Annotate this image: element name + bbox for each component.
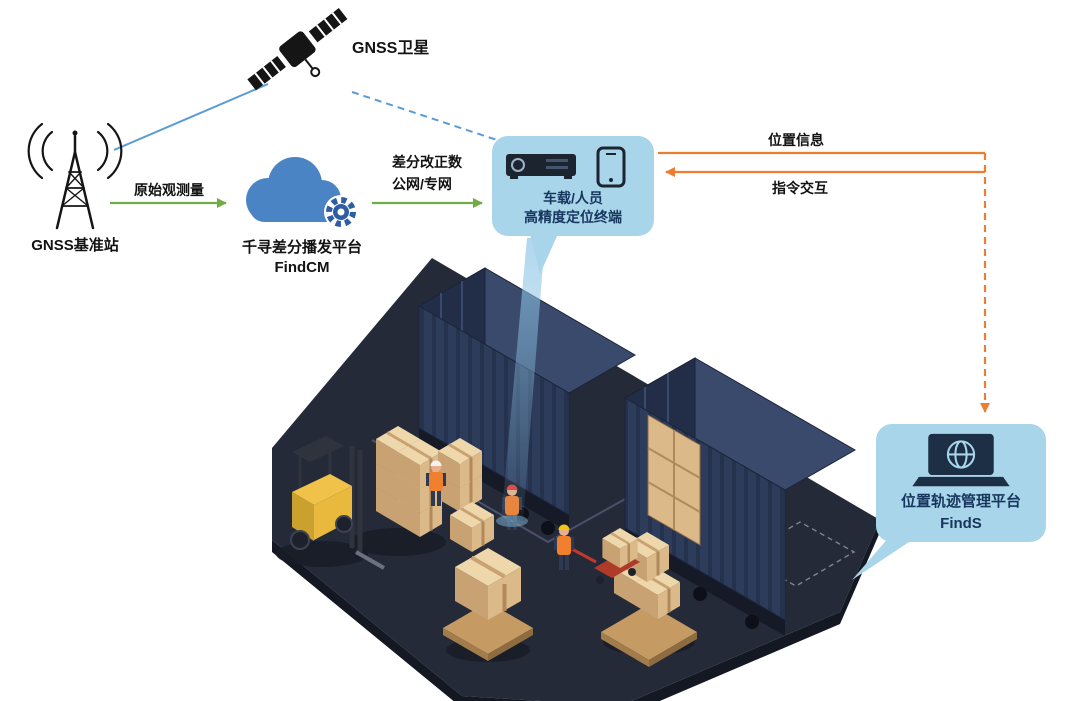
cloud-platform-name: 千寻差分播发平台 — [241, 239, 362, 256]
command-label: 指令交互 — [772, 180, 828, 196]
vehicle-terminal-icon — [506, 154, 576, 179]
cloud-platform-product: FindCM — [274, 259, 330, 276]
management-platform-bubble: 位置轨迹管理平台 FindS — [876, 424, 1046, 542]
correction-label-line2: 公网/专网 — [392, 176, 452, 192]
warehouse-scene — [272, 238, 880, 701]
smartphone-icon — [596, 146, 626, 188]
management-platform-product: FindS — [940, 515, 982, 532]
link-satellite-to-terminal — [351, 91, 501, 142]
forklift — [290, 436, 385, 570]
flow-lines — [110, 83, 990, 413]
gear-icon — [326, 197, 356, 227]
wheel-icon — [693, 587, 707, 601]
finds-bubble-tail — [852, 536, 918, 580]
base-station-label: GNSS基准站 — [31, 237, 119, 254]
link-satellite-to-base — [113, 83, 269, 151]
terminal-bubble: 车载/人员 高精度定位终端 — [492, 136, 654, 236]
positioning-beam — [501, 238, 545, 522]
beam-foot — [496, 515, 528, 527]
terminal-icons — [506, 146, 626, 188]
management-platform-name: 位置轨迹管理平台 — [900, 493, 1021, 510]
wheel-icon — [541, 521, 555, 535]
correction-label-line1: 差分改正数 — [392, 154, 462, 170]
terminal-label-line2: 高精度定位终端 — [524, 209, 622, 225]
position-info-label: 位置信息 — [768, 132, 824, 148]
terminal-label-line1: 车载/人员 — [543, 190, 603, 206]
pallet-bottom-right — [601, 530, 697, 667]
big-crate — [443, 548, 533, 661]
raw-observation-label: 原始观测量 — [134, 182, 204, 198]
terminal-bubble-tail — [530, 234, 558, 274]
pallet-truck — [569, 526, 640, 584]
open-door-cargo — [647, 414, 701, 546]
satellite-icon — [247, 7, 348, 91]
cloud-platform-icon — [246, 157, 358, 229]
wheel-icon — [745, 615, 759, 629]
laptop-globe-icon — [912, 433, 1010, 487]
satellite-label: GNSS卫星 — [352, 40, 430, 57]
shipping-container-b — [623, 357, 857, 621]
base-station-icon — [27, 122, 123, 230]
globe-icon — [946, 440, 976, 469]
